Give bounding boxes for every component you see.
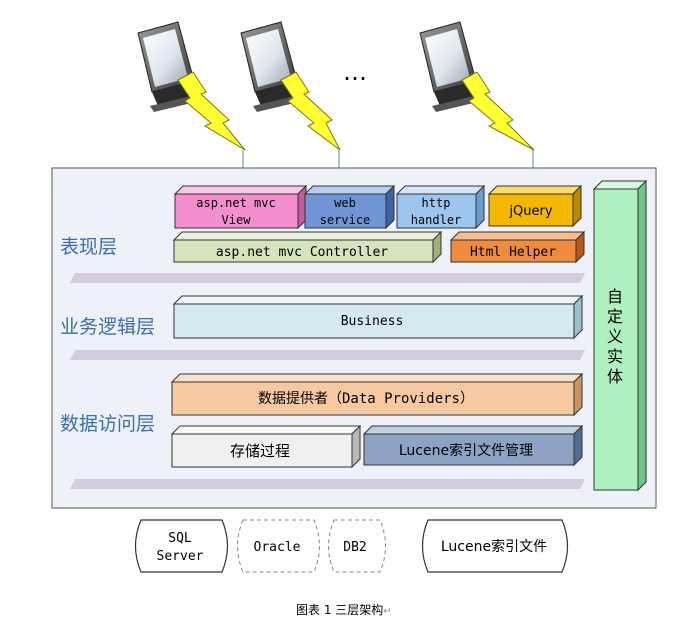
box-jquery: jQuery	[487, 184, 583, 228]
box-lucene-manager: Lucene索引文件管理	[362, 424, 584, 467]
lightning-bolt-icon-1	[177, 71, 246, 151]
client-monitor-2	[240, 21, 341, 151]
svg-text:Html Helper: Html Helper	[470, 245, 556, 260]
layer-label-data-access: 数据访问层	[60, 413, 155, 435]
layer-label-business: 业务逻辑层	[60, 316, 155, 338]
layer-separators	[70, 273, 585, 489]
svg-text:自: 自	[607, 287, 623, 306]
box-mvc-controller: asp.net mvc Controller	[172, 230, 443, 264]
svg-text:web: web	[334, 196, 356, 210]
svg-text:义: 义	[607, 327, 623, 346]
svg-text:service: service	[320, 213, 371, 227]
svg-text:数据提供者（Data Providers）: 数据提供者（Data Providers）	[258, 391, 474, 407]
client-monitor-3	[419, 21, 535, 151]
svg-text:View: View	[222, 213, 252, 227]
box-html-helper: Html Helper	[449, 230, 586, 264]
box-data-providers: 数据提供者（Data Providers）	[170, 372, 584, 417]
svg-text:实: 实	[607, 347, 623, 366]
storage-oracle: Oracle	[237, 519, 320, 573]
box-mvc-view: asp.net mvc View	[173, 184, 308, 230]
svg-text:Server: Server	[157, 549, 204, 564]
svg-text:asp.net mvc: asp.net mvc	[196, 196, 275, 210]
svg-text:定: 定	[607, 307, 623, 326]
svg-text:handler: handler	[411, 213, 462, 227]
svg-text:Oracle: Oracle	[254, 540, 301, 555]
clients-ellipsis: …	[343, 58, 367, 86]
box-custom-entity: 自 定 义 实 体	[592, 179, 648, 492]
box-http-handler: http handler	[395, 184, 486, 230]
storage-sql-server: SQL Server	[134, 519, 229, 573]
svg-text:jQuery: jQuery	[508, 204, 552, 219]
svg-text:Lucene索引文件: Lucene索引文件	[441, 538, 547, 555]
svg-text:存储过程: 存储过程	[230, 442, 290, 460]
svg-text:http: http	[422, 196, 451, 210]
box-web-service: web service	[303, 184, 396, 230]
client-connectors	[242, 150, 534, 168]
svg-text:体: 体	[607, 367, 623, 386]
svg-text:asp.net mvc Controller: asp.net mvc Controller	[216, 245, 388, 260]
svg-text:Lucene索引文件管理: Lucene索引文件管理	[399, 442, 533, 459]
box-business: Business	[172, 294, 584, 340]
lightning-bolt-icon-3	[461, 71, 535, 151]
layer-label-presentation: 表现层	[60, 236, 117, 258]
box-stored-procedures: 存储过程	[170, 424, 362, 469]
figure-caption: 图表 1 三层架构↵	[296, 602, 392, 617]
storage-db2: DB2	[328, 519, 386, 573]
svg-text:DB2: DB2	[343, 540, 366, 555]
lightning-bolt-icon-2	[280, 71, 341, 151]
svg-text:Business: Business	[341, 314, 404, 329]
client-monitor-1	[137, 21, 246, 151]
storage-lucene-files: Lucene索引文件	[421, 519, 569, 573]
svg-text:SQL: SQL	[168, 531, 192, 546]
